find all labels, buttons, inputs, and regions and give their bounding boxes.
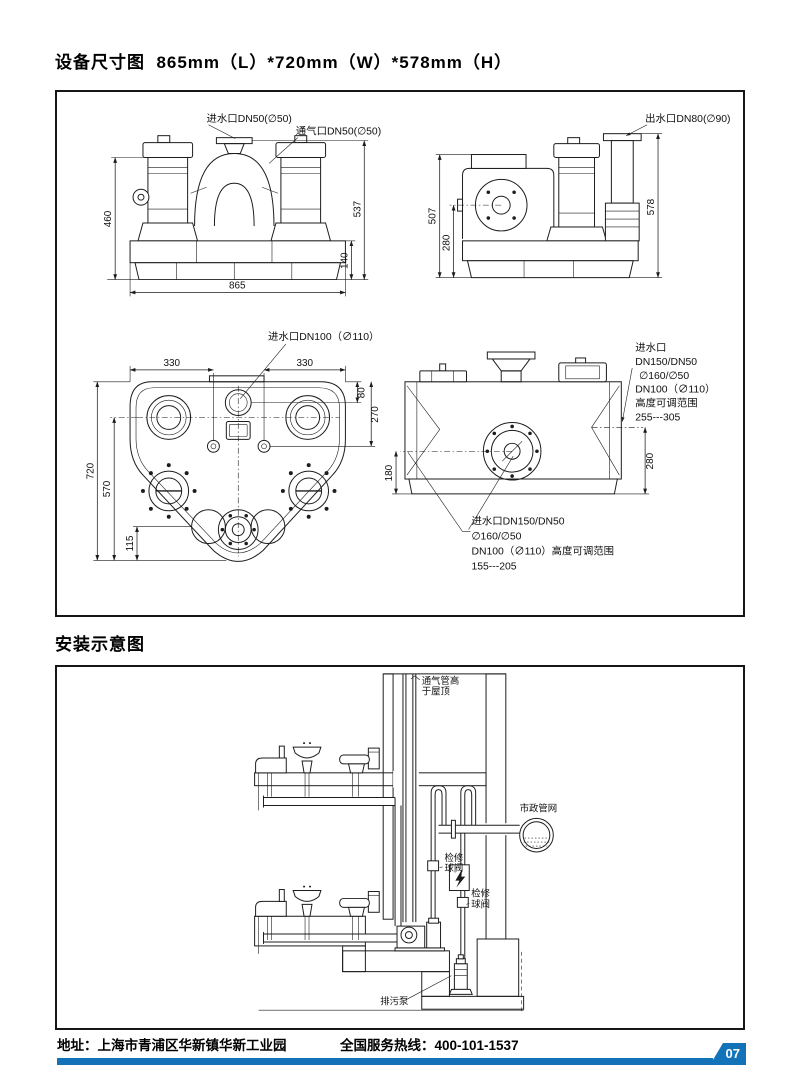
pump-flange-left	[140, 463, 197, 519]
ball-valve-icon	[427, 860, 440, 872]
ball-valve-icon	[456, 896, 469, 908]
front-view: 进水口DN50(∅50) 通气口DN50(∅50) 460 537 140 86…	[103, 113, 381, 297]
dimension-drawings: 进水口DN50(∅50) 通气口DN50(∅50) 460 537 140 86…	[85, 112, 731, 573]
municipal-label: 市政管网	[520, 802, 558, 813]
wall-footing	[476, 938, 520, 997]
sewage-pump-label: 排污泵	[380, 995, 408, 1006]
svg-text:DN150/DN50: DN150/DN50	[635, 357, 697, 368]
rear-dim-180: 180	[384, 464, 395, 481]
front-vent-label: 通气口DN50(∅50)	[296, 125, 381, 138]
center-outlet-flange	[191, 509, 286, 550]
svg-text:进水口DN150/DN50: 进水口DN150/DN50	[471, 516, 564, 528]
svg-text:进水口: 进水口	[635, 342, 666, 354]
front-dim-140: 140	[339, 252, 350, 269]
lifting-station	[394, 917, 446, 952]
rear-view: 280 180 进水口 DN150/DN50 ∅160/∅50 DN100（∅1…	[384, 342, 715, 572]
rear-inlet-note-bottom: 进水口DN150/DN50 ∅160/∅50 DN100（∅110）高度可调范围…	[407, 452, 614, 572]
front-inlet-label: 进水口DN50(∅50)	[206, 113, 291, 125]
svg-text:DN100（∅110）高度可调范围: DN100（∅110）高度可调范围	[471, 544, 614, 557]
valve2-note-line2: 球阀	[471, 898, 490, 909]
svg-text:∅160/∅50: ∅160/∅50	[471, 532, 521, 543]
svg-text:255---305: 255---305	[635, 412, 680, 423]
svg-text:155---205: 155---205	[471, 561, 516, 572]
dimension-section-title: 设备尺寸图 865mm（L）*720mm（W）*578mm（H）	[55, 53, 513, 72]
pump-flange-right	[280, 463, 337, 519]
vent-note-line1: 通气管高	[422, 675, 460, 686]
side-dim-507: 507	[428, 207, 439, 224]
top-view: 进水口DN100（∅110） 330 330 80 270 720 570	[85, 331, 381, 562]
dimension-drawings-panel: 进水口DN50(∅50) 通气口DN50(∅50) 460 537 140 86…	[55, 90, 745, 617]
svg-text:DN100（∅110）: DN100（∅110）	[635, 384, 715, 396]
top-dim-80: 80	[356, 387, 367, 399]
interior-wall	[382, 673, 394, 920]
top-dim-330L: 330	[163, 358, 180, 369]
top-inlet-label: 进水口DN100（∅110）	[268, 331, 379, 343]
install-section-title: 安装示意图	[55, 635, 145, 654]
valve2-note-line1: 检修	[471, 887, 490, 898]
floor-step	[342, 945, 366, 973]
rear-inlet-note-right: 进水口 DN150/DN50 ∅160/∅50 DN100（∅110） 高度可调…	[621, 342, 715, 423]
top-dim-330R: 330	[296, 358, 313, 369]
rear-dim-280: 280	[645, 452, 656, 469]
footer-accent-bar	[57, 1058, 713, 1065]
svg-text:∅160/∅50: ∅160/∅50	[639, 371, 689, 382]
top-dim-270: 270	[370, 406, 381, 423]
basement-slab	[342, 950, 450, 973]
footer-address: 地址：上海市青浦区华新镇华新工业园	[57, 1038, 287, 1053]
side-dim-578: 578	[646, 198, 657, 215]
sewage-pump	[448, 954, 473, 995]
side-dim-280: 280	[442, 234, 453, 251]
installation-panel: 通气管高 于屋顶 市政管网	[55, 665, 745, 1030]
front-dim-865: 865	[229, 280, 246, 291]
drain-pipes	[263, 795, 402, 944]
valve1-note-line1: 检修	[445, 852, 464, 863]
lower-bathroom	[255, 885, 380, 941]
upper-bathroom	[255, 741, 380, 798]
vent-note-line2: 于屋顶	[422, 686, 451, 697]
page-number: 07	[725, 1046, 740, 1061]
top-dim-570: 570	[102, 480, 113, 497]
discharge-pipes	[430, 785, 520, 959]
svg-text:高度可调范围: 高度可调范围	[635, 397, 697, 410]
side-view: 出水口DN80(∅90) 507 280 578	[428, 112, 731, 279]
vent-pipe	[402, 673, 417, 923]
pit-floor	[421, 995, 525, 1010]
footer-hotline: 全国服务热线：400-101-1537	[340, 1038, 519, 1053]
top-dim-115: 115	[125, 535, 136, 551]
top-dim-720: 720	[85, 462, 96, 479]
upper-floor-slab	[254, 772, 487, 787]
control-box	[448, 864, 470, 892]
valve1-note-line2: 球阀	[445, 863, 464, 874]
page-number-badge: 07	[710, 1043, 746, 1065]
municipal-sewer-icon	[519, 817, 554, 853]
front-dim-537: 537	[352, 200, 363, 217]
installation-diagram: 通气管高 于屋顶 市政管网	[254, 673, 558, 1014]
lightning-icon	[455, 868, 466, 888]
front-dim-460: 460	[103, 210, 114, 227]
side-outlet-label: 出水口DN80(∅90)	[645, 112, 730, 125]
